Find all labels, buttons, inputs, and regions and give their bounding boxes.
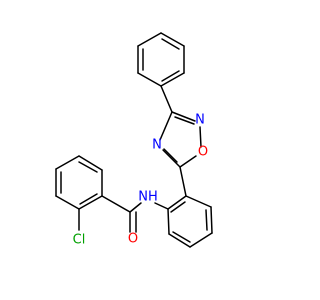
bond-aniline-inner-3 bbox=[205, 209, 208, 231]
bond-c5-n4 bbox=[162, 149, 181, 168]
bond-aniline-inner-2 bbox=[172, 231, 191, 243]
bond-chlorobenzene-inner-1 bbox=[78, 161, 98, 173]
bond-c5-n4-double bbox=[163, 148, 178, 163]
atom-labels: N O N NH O Cl bbox=[73, 113, 208, 248]
bond-phenyl-top bbox=[160, 32, 185, 47]
bond-phenyl-bottom-right bbox=[160, 72, 185, 87]
bond-phenyl-upper-left bbox=[137, 32, 162, 47]
structure-diagram: N O N NH O Cl bbox=[55, 32, 213, 248]
atom-label-oxadiazole-n4: N bbox=[152, 138, 162, 153]
bond-chlorobenzene-2 bbox=[78, 155, 103, 171]
bond-aniline-4 bbox=[189, 232, 213, 248]
bond-aniline-nh bbox=[154, 202, 169, 210]
bond-aniline-1 bbox=[167, 195, 187, 210]
bond-chlorobenzene-inner-3 bbox=[79, 193, 98, 205]
bond-c3-n2 bbox=[171, 111, 196, 122]
bond-c3-n2-double bbox=[174, 116, 195, 125]
bond-phenyl-oxadiazole bbox=[160, 85, 173, 113]
bond-o1-c5 bbox=[179, 155, 197, 168]
bond-nh-carbonyl bbox=[129, 202, 142, 213]
bond-aniline-6 bbox=[185, 195, 212, 208]
bond-aniline-inner-1 bbox=[170, 201, 186, 213]
atom-label-amide-nh: NH bbox=[138, 190, 158, 205]
bond-chlorobenzene-3 bbox=[55, 155, 80, 170]
bond-aniline-5 bbox=[210, 206, 213, 234]
atom-label-oxadiazole-n2: N bbox=[195, 113, 205, 128]
bonds bbox=[55, 32, 213, 248]
atom-label-carbonyl-oxygen: O bbox=[128, 232, 138, 247]
bond-n2-o1 bbox=[199, 126, 202, 148]
bond-phenyl-inner-2 bbox=[161, 70, 180, 82]
atom-label-oxadiazole-o1: O bbox=[198, 145, 208, 160]
bond-n4-c3 bbox=[159, 111, 173, 141]
bond-phenyl-inner-1 bbox=[161, 38, 180, 50]
bond-phenyl-bottom-left bbox=[137, 72, 162, 87]
atom-label-chlorine: Cl bbox=[73, 233, 86, 248]
bond-carbonyl-benzene bbox=[101, 195, 131, 213]
bond-chlorobenzene-6 bbox=[78, 195, 103, 210]
bond-chlorobenzene-5 bbox=[55, 195, 80, 210]
bond-aniline-2 bbox=[167, 208, 170, 235]
bond-aniline-3 bbox=[168, 233, 191, 248]
molecule-canvas: N O N NH O Cl bbox=[55, 32, 213, 248]
bond-oxadiazole-aniline bbox=[179, 166, 187, 197]
